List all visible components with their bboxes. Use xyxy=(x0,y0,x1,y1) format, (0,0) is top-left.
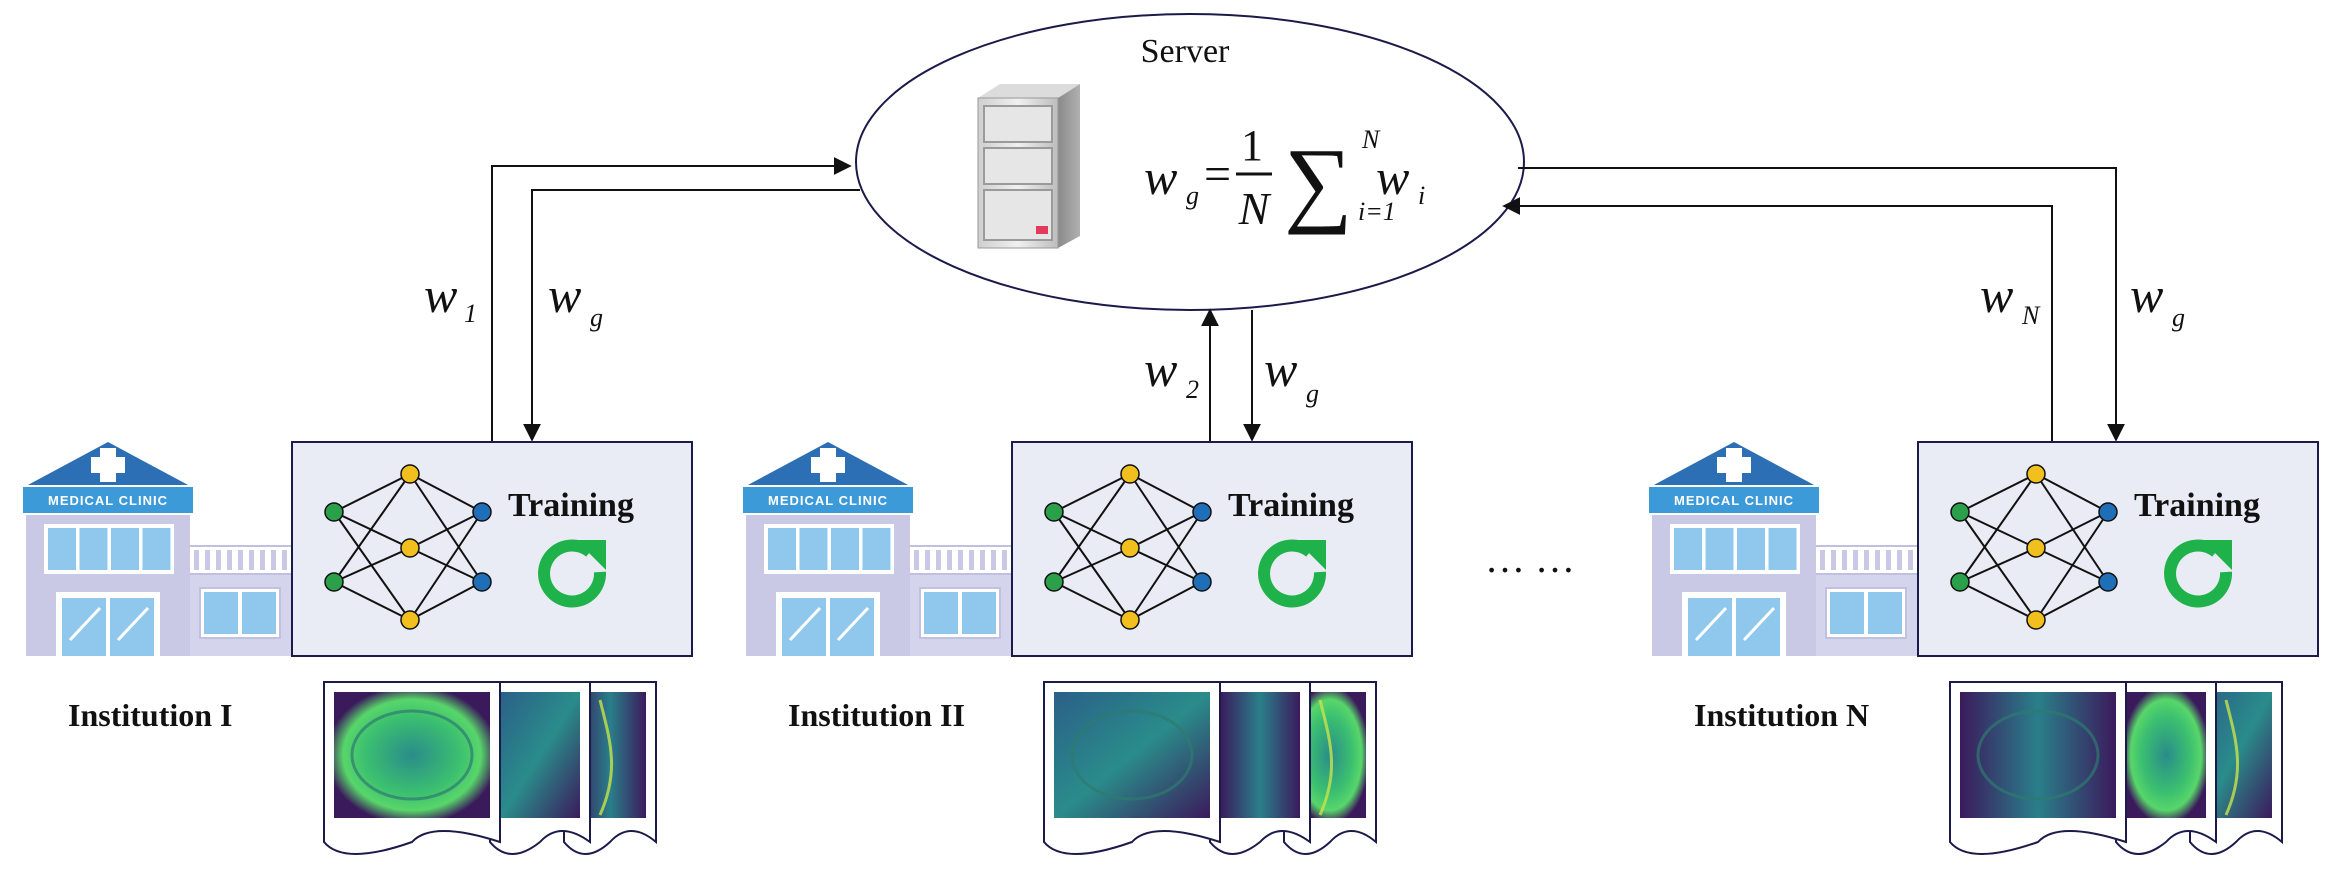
neural-network-icon xyxy=(1044,464,1212,630)
server-label: Server xyxy=(1141,33,1230,70)
formula-equals: = xyxy=(1204,148,1231,201)
training-panel: Training xyxy=(1917,441,2319,657)
download-label-N-sub: g xyxy=(2172,303,2185,332)
upload-label-N: w xyxy=(1980,267,2013,323)
upload-arrow-1 xyxy=(491,157,852,442)
formula-lhs: w xyxy=(1144,149,1177,205)
download-label-N: w xyxy=(2130,267,2163,323)
communication-arrows xyxy=(491,157,2125,442)
ct-scan-stack-icon xyxy=(1043,681,1377,855)
formula-frac-num: 1 xyxy=(1241,121,1263,170)
upload-label-N-sub: N xyxy=(2021,301,2041,330)
server-tower-icon xyxy=(977,84,1080,249)
clinic-building-icon: MEDICAL CLINIC xyxy=(1647,442,1923,656)
refresh-icon xyxy=(2164,539,2233,608)
upload-label-1-sub: 1 xyxy=(464,299,477,328)
upload-label-2: w xyxy=(1144,341,1177,397)
weight-labels: w 1 w g w 2 w g w N w g xyxy=(424,267,2185,408)
upload-label-2-sub: 2 xyxy=(1186,375,1199,404)
clinic-building-icon: MEDICAL CLINIC xyxy=(21,442,297,656)
training-panel-box xyxy=(1011,441,1413,657)
formula-term-sub: i xyxy=(1418,181,1425,210)
clinic-sign-text: MEDICAL CLINIC xyxy=(48,493,168,508)
ellipsis: … … xyxy=(1485,536,1575,581)
refresh-icon xyxy=(1258,539,1327,608)
aggregation-formula: w g = 1 N ∑ N i=1 w i xyxy=(1144,121,1425,235)
download-label-1-sub: g xyxy=(590,303,603,332)
refresh-icon xyxy=(538,539,607,608)
institution-name: Institution II xyxy=(788,697,965,733)
training-label: Training xyxy=(2134,487,2260,524)
training-panel-box xyxy=(291,441,693,657)
institution-name: Institution I xyxy=(68,697,233,733)
ct-scan-stack-icon xyxy=(323,681,657,855)
formula-sum-bottom: i=1 xyxy=(1358,197,1396,226)
training-label: Training xyxy=(508,487,634,524)
formula-sum-top: N xyxy=(1361,125,1381,154)
training-panel: Training xyxy=(291,441,693,657)
clinic-building-icon: MEDICAL CLINIC xyxy=(741,442,1017,656)
clinic-sign-text: MEDICAL CLINIC xyxy=(768,493,888,508)
download-label-1: w xyxy=(548,267,581,323)
training-panel-box xyxy=(1917,441,2319,657)
institution-name: Institution N xyxy=(1694,697,1869,733)
training-panel: Training xyxy=(1011,441,1413,657)
download-label-2-sub: g xyxy=(1306,379,1319,408)
download-arrow-N xyxy=(1518,167,2125,442)
training-label: Training xyxy=(1228,487,1354,524)
upload-label-1: w xyxy=(424,267,457,323)
formula-frac-den: N xyxy=(1238,183,1272,234)
download-label-2: w xyxy=(1264,341,1297,397)
neural-network-icon xyxy=(1950,464,2118,630)
server: Server w g = 1 N ∑ N i=1 w i xyxy=(855,13,1525,311)
formula-lhs-sub: g xyxy=(1186,181,1199,210)
upload-arrow-N xyxy=(1502,197,2053,442)
neural-network-icon xyxy=(324,464,492,630)
download-arrow-1 xyxy=(523,189,860,442)
formula-sum: ∑ xyxy=(1284,128,1352,235)
formula-term: w xyxy=(1376,149,1409,205)
clinic-sign-text: MEDICAL CLINIC xyxy=(1674,493,1794,508)
ct-scan-stack-icon xyxy=(1949,681,2283,855)
